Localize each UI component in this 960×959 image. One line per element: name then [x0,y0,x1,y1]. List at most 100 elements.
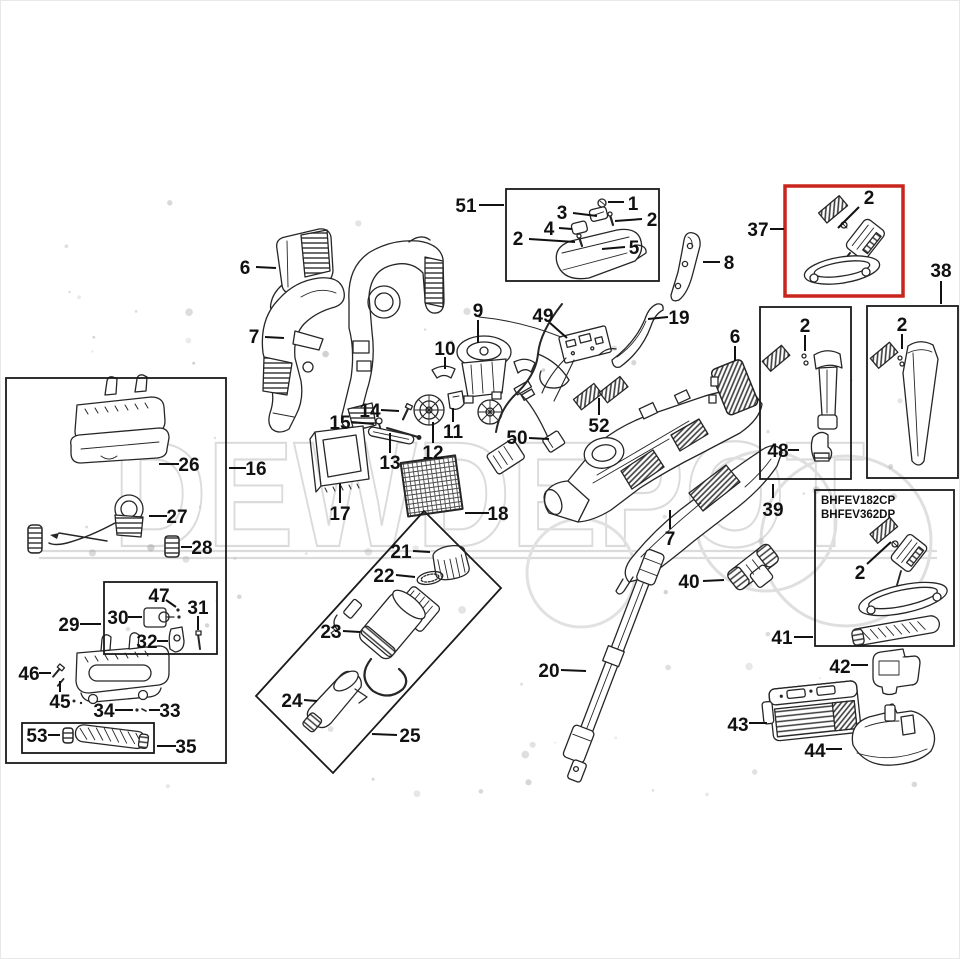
part-label-47: 47 [148,586,169,607]
speckle [192,361,196,365]
part-label-26: 26 [178,455,199,476]
speckle [766,429,770,434]
group-box-51 [505,188,660,282]
part-label-6: 6 [240,258,251,279]
part-label-22: 22 [373,566,394,587]
part-17-filter-frame-illustration [309,425,370,493]
part-label-2: 2 [864,188,875,209]
part-15-screw-illustration [375,417,422,440]
part-label-10: 10 [434,339,455,360]
speckle [802,492,806,495]
part-label-20: 20 [538,661,559,682]
part-9-motor-illustration [456,335,512,425]
model-code-block: BHFEV182CP BHFEV362DP [821,495,895,521]
speckle [888,464,894,469]
part-label-34: 34 [93,701,115,722]
part-label-1: 1 [628,194,639,215]
speckle [185,308,193,317]
speckle [77,295,81,300]
speckle [91,350,94,353]
speckle [237,594,242,600]
highlight-box-37 [783,184,905,298]
speckle [662,514,667,519]
speckle [213,436,217,440]
part-label-9: 9 [473,301,484,322]
part-11-bracket-illustration [447,390,465,410]
part-label-7: 7 [665,529,676,550]
part-35-brushroll-illustration [62,724,150,750]
part-20-tube-illustration [562,548,665,783]
speckle [818,677,822,680]
group-box-35 [21,722,155,754]
part-19-trim-illustration [598,303,664,368]
speckle [529,741,536,748]
part-label-3: 3 [557,203,568,224]
speckle [182,555,190,563]
part-14-screw-illustration [401,402,414,421]
speckle [413,790,421,798]
model-code-line1: BHFEV182CP [821,495,895,507]
part-label-15: 15 [329,413,351,434]
part-43-battery-illustration [761,680,862,742]
speckle [663,589,668,595]
part-label-33: 33 [159,701,180,722]
part-7-housing-shell-illustration [261,277,345,433]
part-label-45: 45 [49,692,71,713]
kit-29-contents-illustration [143,607,202,653]
speckle [92,335,96,339]
part-label-18: 18 [487,504,508,525]
speckle [745,662,753,671]
speckle [614,736,618,740]
speckle [491,511,495,515]
speckle [85,525,88,529]
kit-38-wand-illustration [869,341,939,466]
part-27-brush-motor-illustration [48,494,144,546]
part-label-2: 2 [513,229,524,250]
left-wheel-illustration [27,524,43,554]
part-label-37: 37 [747,220,768,241]
speckle [758,538,765,545]
leader-lines [39,201,942,750]
part-26-floorhead-housing-illustration [70,374,170,464]
speckle [665,664,671,671]
speckle [752,769,758,775]
part-label-38: 38 [930,261,951,282]
part-label-17: 17 [329,504,350,525]
part-44-charger-illustration [851,703,936,766]
speckle [765,631,771,637]
part-24-cone-illustration [302,670,368,733]
speckle [64,244,69,249]
speckle [502,518,505,522]
part-label-32: 32 [136,632,157,653]
part-label-28: 28 [191,538,212,559]
part-label-16: 16 [245,459,266,480]
part-label-12: 12 [422,443,443,464]
part-label-19: 19 [668,308,689,329]
group-box-25 [254,509,503,775]
kit-41-floorhead-illustration [851,516,948,647]
part-label-2: 2 [855,563,866,584]
part-50-harness-illustration [486,303,570,475]
part-label-23: 23 [320,622,341,643]
main-chassis-illustration [543,389,763,523]
speckle [167,200,173,206]
speckle [233,557,237,560]
part-label-46: 46 [18,664,39,685]
speckle [541,368,546,372]
part-42-clip-illustration [872,648,921,696]
speckle [450,339,454,343]
group-box-38 [866,305,959,479]
speckle [554,741,556,744]
part-label-39: 39 [762,500,783,521]
part-6-grille-cover-illustration [708,359,759,416]
part-label-21: 21 [390,542,412,563]
group-box-39 [759,306,852,480]
part-12-wheel-illustration [413,394,445,426]
part-8-bracket-illustration [670,232,701,302]
part-label-48: 48 [767,441,788,462]
part-28-roller-cap-illustration [164,535,180,558]
part-label-43: 43 [727,715,748,736]
kit-37-handvac-illustration [803,194,885,285]
